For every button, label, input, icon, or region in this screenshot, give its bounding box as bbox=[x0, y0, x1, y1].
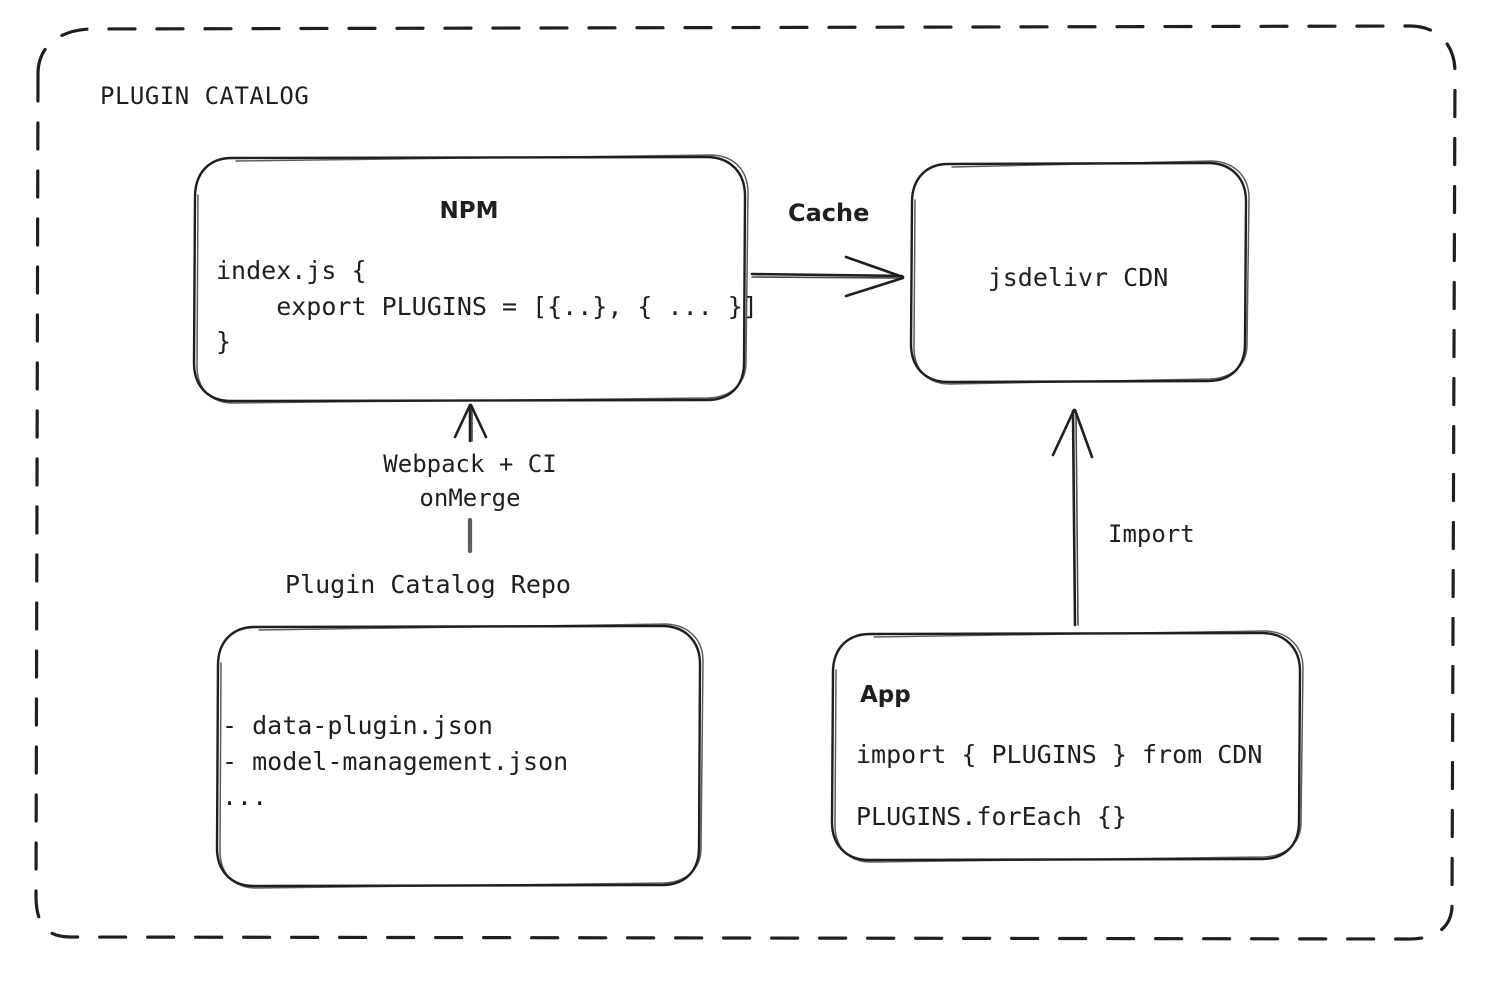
repo-node-file-list: - data-plugin.json - model-management.js… bbox=[222, 711, 569, 811]
cdn-node-title: jsdelivr CDN bbox=[987, 263, 1169, 292]
edge-label-webpack: Webpack + CI onMerge bbox=[383, 450, 557, 513]
npm-node-border bbox=[192, 154, 749, 404]
npm-node-title: NPM bbox=[439, 198, 499, 224]
edge-webpack bbox=[453, 403, 488, 554]
edge-label-import: Import bbox=[1108, 520, 1195, 548]
edge-cache bbox=[750, 255, 905, 298]
repo-node-caption: Plugin Catalog Repo bbox=[285, 570, 571, 599]
app-node-border bbox=[830, 630, 1304, 863]
app-node-title: App bbox=[860, 682, 911, 708]
npm-node-code: index.js { export PLUGINS = [{..}, { ...… bbox=[216, 256, 758, 356]
page-title: PLUGIN CATALOG bbox=[100, 82, 310, 110]
edge-import bbox=[1051, 408, 1094, 627]
plugin-catalog-group-border bbox=[34, 24, 1457, 941]
app-node-code-import: import { PLUGINS } from CDN bbox=[856, 740, 1263, 769]
cdn-node-border bbox=[909, 160, 1250, 385]
edge-label-cache: Cache bbox=[788, 199, 870, 227]
app-node-code-foreach: PLUGINS.forEach {} bbox=[856, 802, 1127, 831]
repo-node-border bbox=[215, 623, 704, 889]
